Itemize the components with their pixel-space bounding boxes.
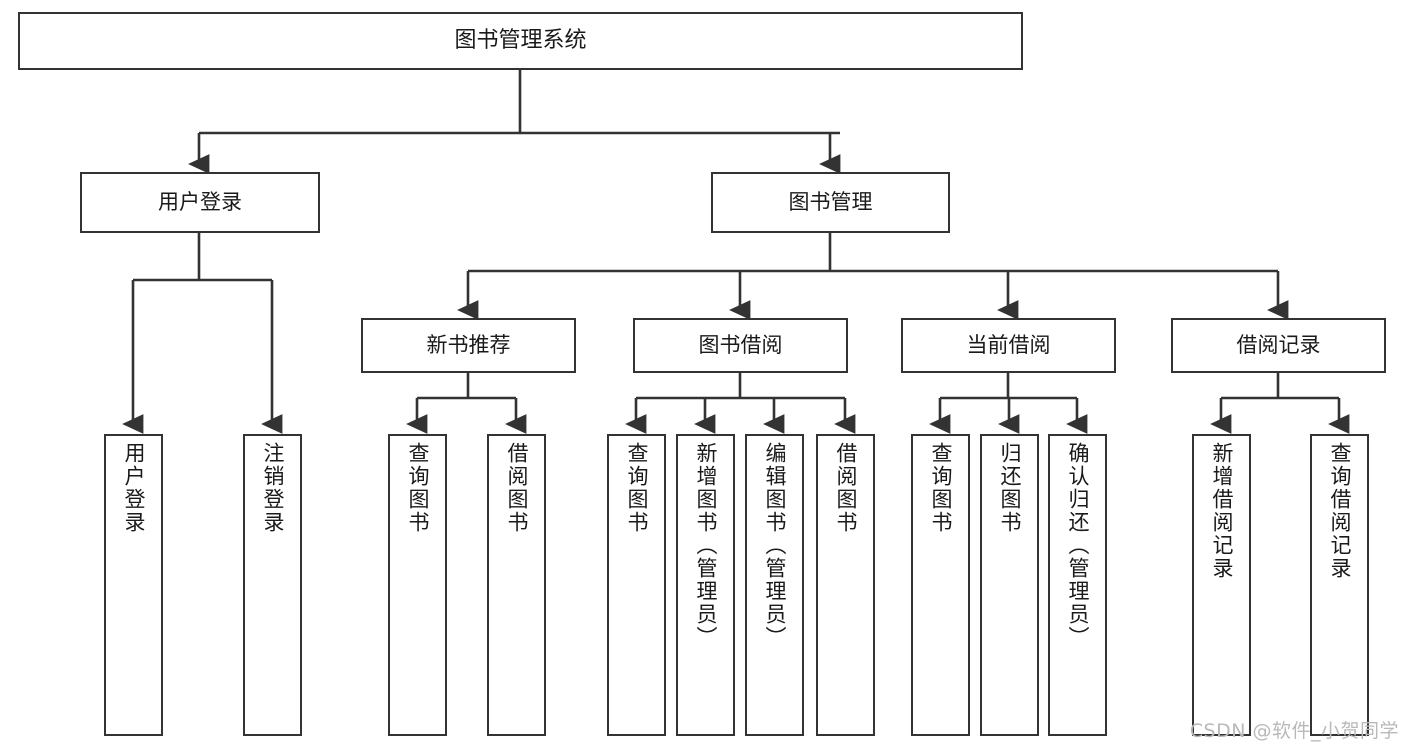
node-label: 注销登录 [261,442,285,534]
node-new-book-recommend[interactable]: 新书推荐 [361,318,576,373]
node-label: 查询图书 [625,442,649,534]
leaf-book-borrow-query-book[interactable]: 查询图书 [607,434,666,736]
leaf-book-borrow-borrow-book[interactable]: 借阅图书 [816,434,875,736]
node-label: 查询图书 [406,442,430,534]
leaf-new-book-borrow-book[interactable]: 借阅图书 [487,434,546,736]
leaf-borrow-record-query-record[interactable]: 查询借阅记录 [1310,434,1369,736]
node-label: 当前借阅 [966,333,1051,358]
node-root-book-management-system[interactable]: 图书管理系统 [18,12,1023,70]
leaf-user-login-login[interactable]: 用户登录 [104,434,163,736]
node-label: 图书管理 [788,190,873,215]
node-label: 新增图书（管理员） [694,442,718,649]
node-label: 用户登录 [122,442,146,534]
node-label: 查询图书 [929,442,953,534]
node-label: 查询借阅记录 [1328,442,1352,580]
node-label: 编辑图书（管理员） [763,442,787,649]
node-label: 新增借阅记录 [1210,442,1234,580]
node-label: 归还图书 [998,442,1022,534]
node-label: 图书管理系统 [454,28,587,54]
node-book-management[interactable]: 图书管理 [711,172,950,233]
leaf-new-book-query-book[interactable]: 查询图书 [388,434,447,736]
leaf-current-borrow-query-book[interactable]: 查询图书 [911,434,970,736]
leaf-current-borrow-return-book[interactable]: 归还图书 [980,434,1039,736]
leaf-book-borrow-add-book-admin[interactable]: 新增图书（管理员） [676,434,735,736]
node-user-login[interactable]: 用户登录 [80,172,320,233]
node-label: 确认归还（管理员） [1066,442,1090,649]
node-label: 新书推荐 [426,333,511,358]
node-book-borrow[interactable]: 图书借阅 [633,318,848,373]
leaf-current-borrow-confirm-return-admin[interactable]: 确认归还（管理员） [1048,434,1107,736]
leaf-user-login-logout[interactable]: 注销登录 [243,434,302,736]
node-label: 借阅图书 [834,442,858,534]
leaf-book-borrow-edit-book-admin[interactable]: 编辑图书（管理员） [745,434,804,736]
node-label: 借阅记录 [1236,333,1321,358]
node-label: 图书借阅 [698,333,783,358]
node-current-borrow[interactable]: 当前借阅 [901,318,1116,373]
csdn-watermark: CSDN @软件_小贺同学 [1189,720,1399,742]
node-borrow-record[interactable]: 借阅记录 [1171,318,1386,373]
node-label: 用户登录 [158,190,242,215]
node-label: 借阅图书 [505,442,529,534]
leaf-borrow-record-add-record[interactable]: 新增借阅记录 [1192,434,1251,736]
